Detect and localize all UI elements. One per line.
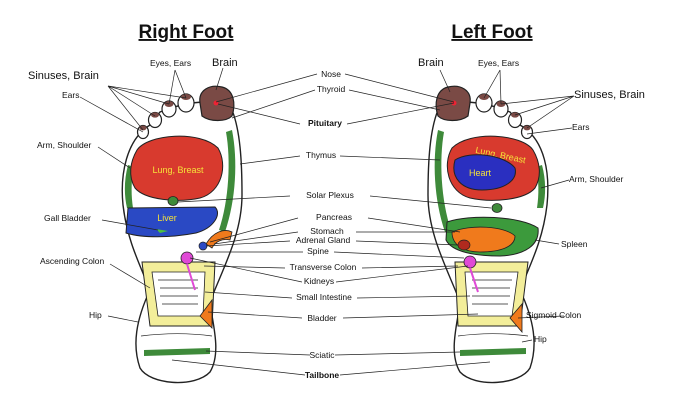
label-right-gall-bladder: Gall Bladder [44,213,91,223]
label-stomach: Stomach [310,226,344,236]
left-foot-title: Left Foot [451,22,533,43]
label-left-arm-shoulder: Arm, Shoulder [569,174,623,184]
label-thymus: Thymus [306,150,336,160]
label-left-eyes-ears: Eyes, Ears [478,58,519,68]
label-pituitary: Pituitary [308,118,342,128]
label-thyroid: Thyroid [317,84,346,94]
right-small-intestine-zone [151,271,206,317]
right-toe-tip-4 [151,112,159,118]
right-bladder-zone [199,298,213,329]
label-left-sigmoid-colon: Sigmoid Colon [526,310,582,320]
left-heel-line [457,333,529,337]
label-right-hip: Hip [89,310,102,320]
right-lung-breast-label: Lung, Breast [152,165,204,175]
label-left-hip: Hip [534,334,547,344]
left-solar-plexus-zone [491,203,503,213]
label-left-spleen: Spleen [561,239,588,249]
label-right-brain: Brain [212,57,238,69]
right-foot-title: Right Foot [139,22,235,43]
label-pancreas: Pancreas [316,212,352,222]
right-liver-zone [125,206,219,238]
label-left-ears: Ears [572,122,589,132]
label-adrenal-gland: Adrenal Gland [296,235,351,245]
right-intestine-lines [158,279,198,305]
right-lung-breast-zone [130,135,224,201]
right-heel-line [140,333,213,337]
label-right-ascending-colon: Ascending Colon [40,256,105,266]
label-bladder: Bladder [307,313,336,323]
label-left-brain: Brain [418,57,444,69]
right-liver-label: Liver [157,213,177,223]
label-small-intestine: Small Intestine [296,292,352,302]
label-right-ears: Ears [62,90,79,100]
left-sciatic-band [460,348,526,356]
right-spine-band [219,130,236,232]
right-sciatic-band [144,348,210,356]
left-spine-band [434,130,451,232]
label-solar-plexus: Solar Plexus [306,190,354,200]
label-kidneys: Kidneys [304,276,334,286]
label-spine: Spine [307,246,329,256]
label-right-arm-shoulder: Arm, Shoulder [37,140,91,150]
left-heart-zone [453,154,516,191]
label-left-sinuses-brain: Sinuses, Brain [574,89,645,101]
right-ureter [186,263,196,291]
left-intestine-lines [472,279,512,305]
right-adrenal-dot [198,241,208,251]
label-right-sinuses-brain: Sinuses, Brain [28,70,99,82]
label-nose: Nose [321,69,341,79]
leader-lines [79,67,575,376]
label-sciatic: Sciatic [309,350,335,360]
left-toe-tip-2 [479,94,489,100]
left-foot: Lung, Breast Heart [427,85,549,384]
label-tailbone: Tailbone [305,370,340,380]
right-gall-bladder-mark [156,229,168,233]
left-ureter [469,267,479,293]
label-transverse-colon: Transverse Colon [290,262,357,272]
right-solar-plexus-zone [167,196,179,206]
left-adrenal-zone [457,239,471,251]
label-right-eyes-ears: Eyes, Ears [150,58,191,68]
right-toe-tip-5 [139,125,147,131]
left-heart-label: Heart [469,168,492,178]
right-toe-tips [181,94,191,100]
